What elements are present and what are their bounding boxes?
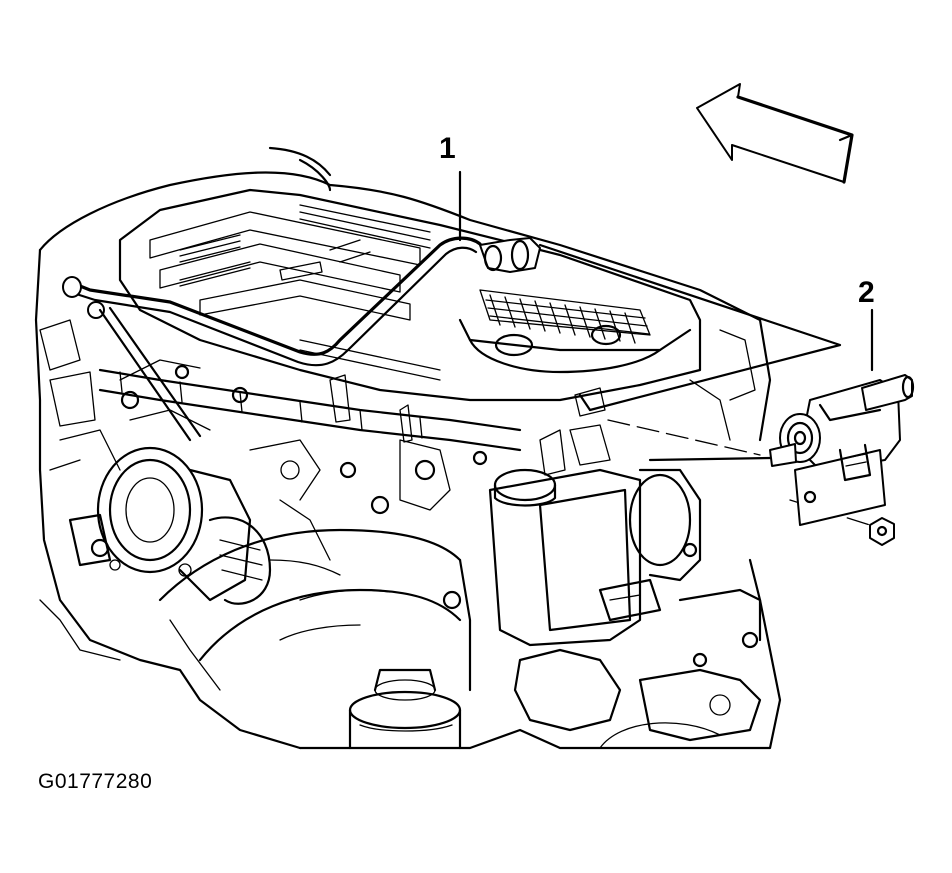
callout-label-2: 2 <box>858 276 875 309</box>
fuel-rail <box>98 364 522 610</box>
intake-manifold-cover <box>118 188 702 402</box>
oil-filter <box>348 668 462 750</box>
evap-purge-valve <box>769 374 915 546</box>
figure-id: G01777280 <box>38 770 153 793</box>
engine-details-left <box>39 359 451 691</box>
engine-block-right <box>513 329 762 749</box>
engine-outline <box>34 146 782 750</box>
evap-purge-pipe <box>62 236 541 442</box>
callout-label-1: 1 <box>439 132 456 165</box>
coolant-reservoir <box>488 387 642 647</box>
air-intake-duct <box>158 528 472 692</box>
front-direction-arrow-icon <box>696 83 854 184</box>
throttle-body <box>39 319 272 605</box>
